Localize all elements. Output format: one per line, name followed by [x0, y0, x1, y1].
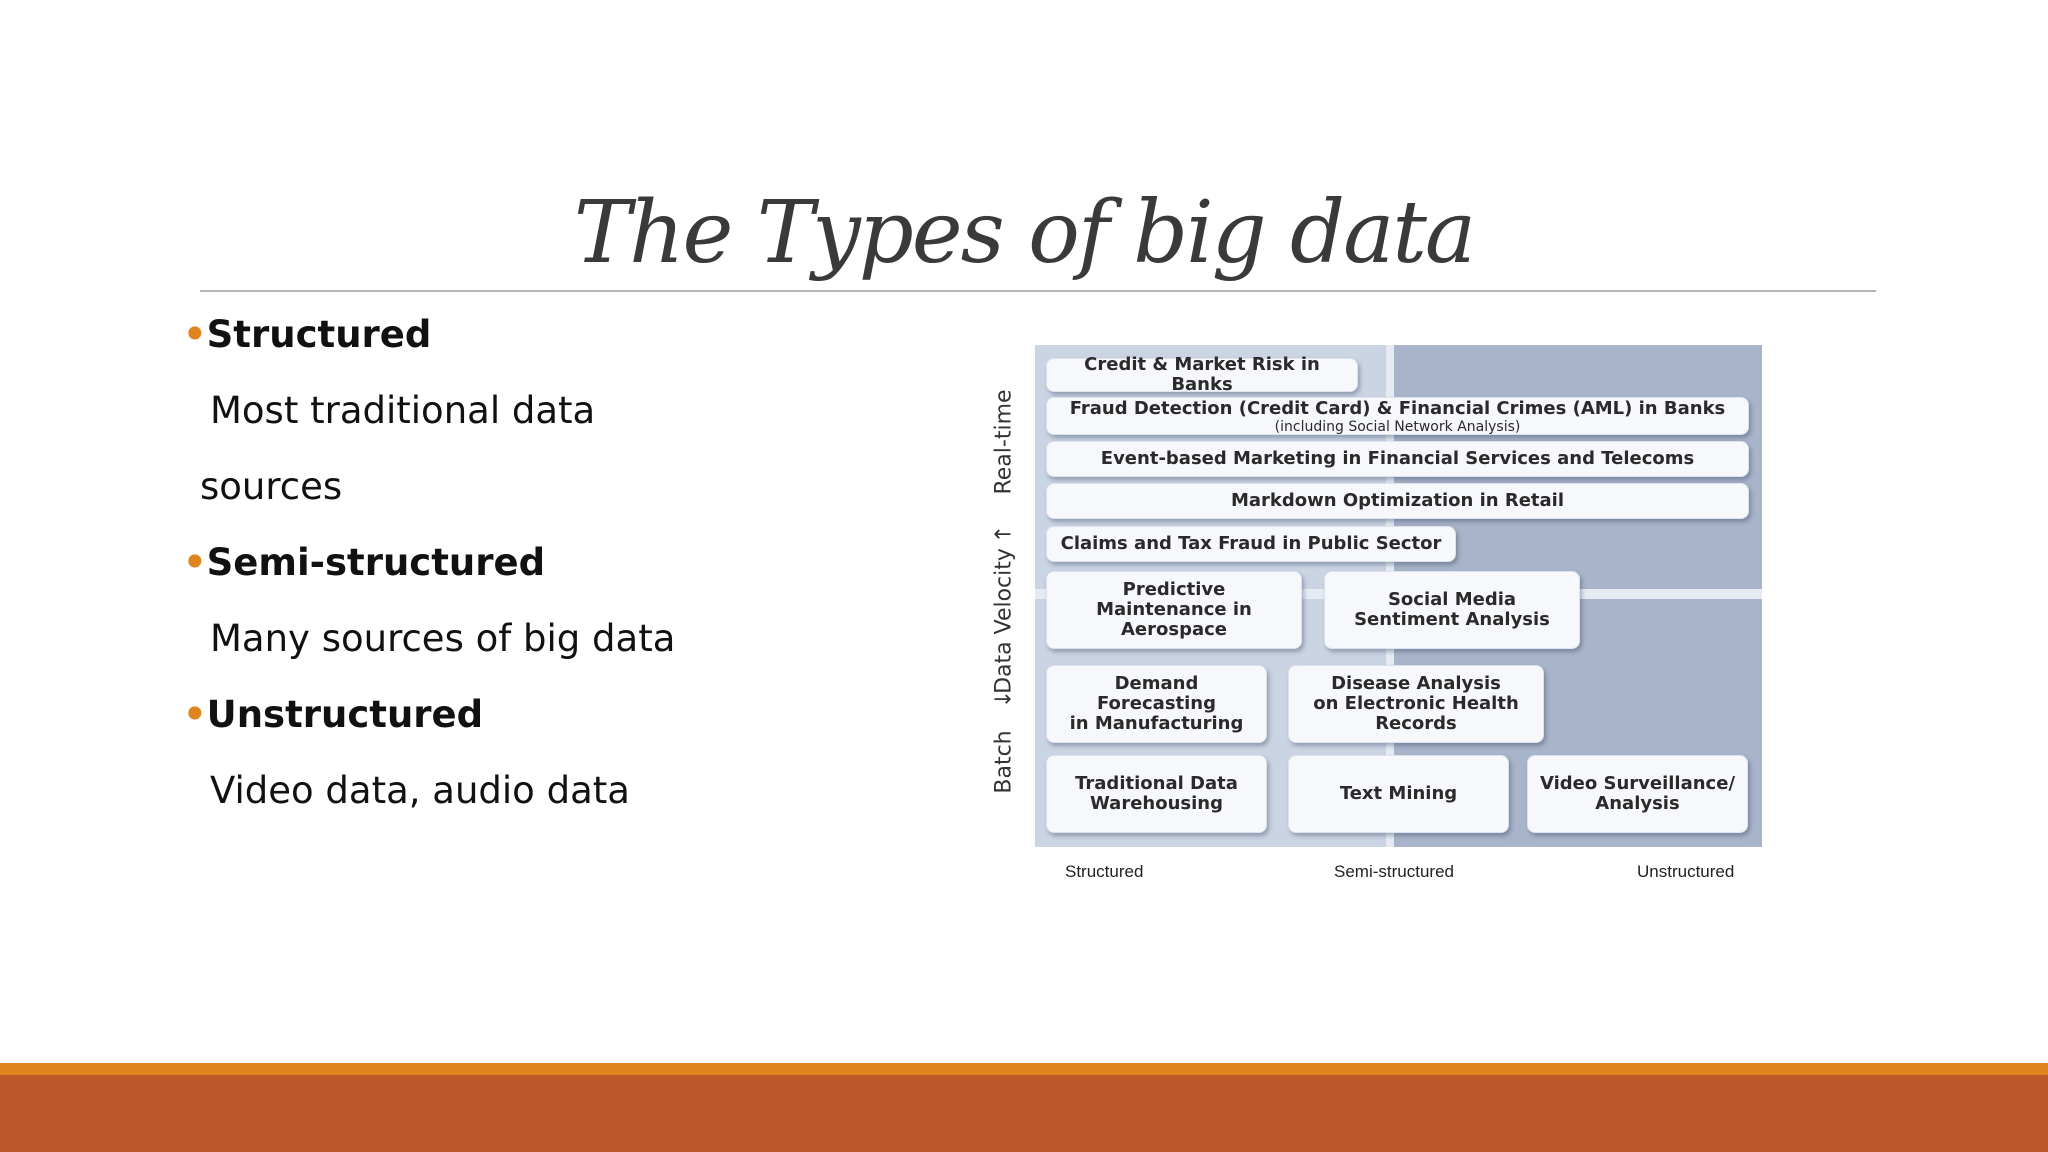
arrow-down-icon: ↓: [991, 689, 1017, 709]
arrow-up-icon: ↑: [991, 524, 1017, 544]
bullet-heading-structured: Structured: [206, 313, 432, 356]
box-fraud-detection: Fraud Detection (Credit Card) & Financia…: [1046, 397, 1749, 435]
bullet-text-unstructured: Video data, audio data: [210, 769, 630, 812]
diagram-panel: Credit & Market Risk in Banks Fraud Dete…: [1035, 345, 1762, 847]
box-disease-analysis: Disease Analysis on Electronic Health Re…: [1288, 665, 1544, 743]
box-demand-forecasting: Demand Forecasting in Manufacturing: [1046, 665, 1267, 743]
box-credit-market-risk: Credit & Market Risk in Banks: [1046, 355, 1358, 395]
bullet-structured: •Structured: [183, 310, 431, 360]
bullet-text-structured-1: Most traditional data: [210, 389, 596, 432]
x-label-semi-structured: Semi-structured: [1334, 862, 1454, 881]
bullet-text-semi-structured: Many sources of big data: [210, 617, 676, 660]
footer-accent-bar: [0, 1063, 2048, 1075]
bullet-heading-unstructured: Unstructured: [206, 693, 484, 736]
bullet-dot: •: [183, 541, 207, 584]
bullet-unstructured: •Unstructured: [183, 690, 483, 740]
bullet-semi-structured: •Semi-structured: [183, 538, 545, 588]
bullet-heading-semi-structured: Semi-structured: [206, 541, 546, 584]
box-traditional-data-warehousing: Traditional Data Warehousing: [1046, 755, 1267, 833]
bullet-text-structured-2: sources: [200, 465, 343, 508]
x-label-unstructured: Unstructured: [1637, 862, 1735, 881]
y-label-real-time: Real-time: [991, 389, 1017, 495]
big-data-diagram: Real-time ↑ Data Velocity ↓ Batch Credit…: [985, 330, 1785, 890]
box-social-media-sentiment: Social Media Sentiment Analysis: [1324, 571, 1580, 649]
y-label-data-velocity: Data Velocity: [991, 548, 1017, 694]
box-text-mining: Text Mining: [1288, 755, 1509, 833]
x-label-structured: Structured: [1065, 862, 1144, 881]
bullet-dot: •: [183, 693, 207, 736]
box-predictive-maintenance: Predictive Maintenance in Aerospace: [1046, 571, 1302, 649]
box-markdown-optimization: Markdown Optimization in Retail: [1046, 483, 1749, 519]
box-video-surveillance: Video Surveillance/ Analysis: [1527, 755, 1748, 833]
title-divider: [200, 290, 1876, 292]
bullet-dot: •: [183, 313, 207, 356]
box-event-based-marketing: Event-based Marketing in Financial Servi…: [1046, 441, 1749, 477]
slide-title: The Types of big data: [573, 183, 1476, 283]
y-label-batch: Batch: [991, 730, 1017, 794]
box-claims-tax-fraud: Claims and Tax Fraud in Public Sector: [1046, 526, 1456, 562]
footer-bar: [0, 1075, 2048, 1152]
